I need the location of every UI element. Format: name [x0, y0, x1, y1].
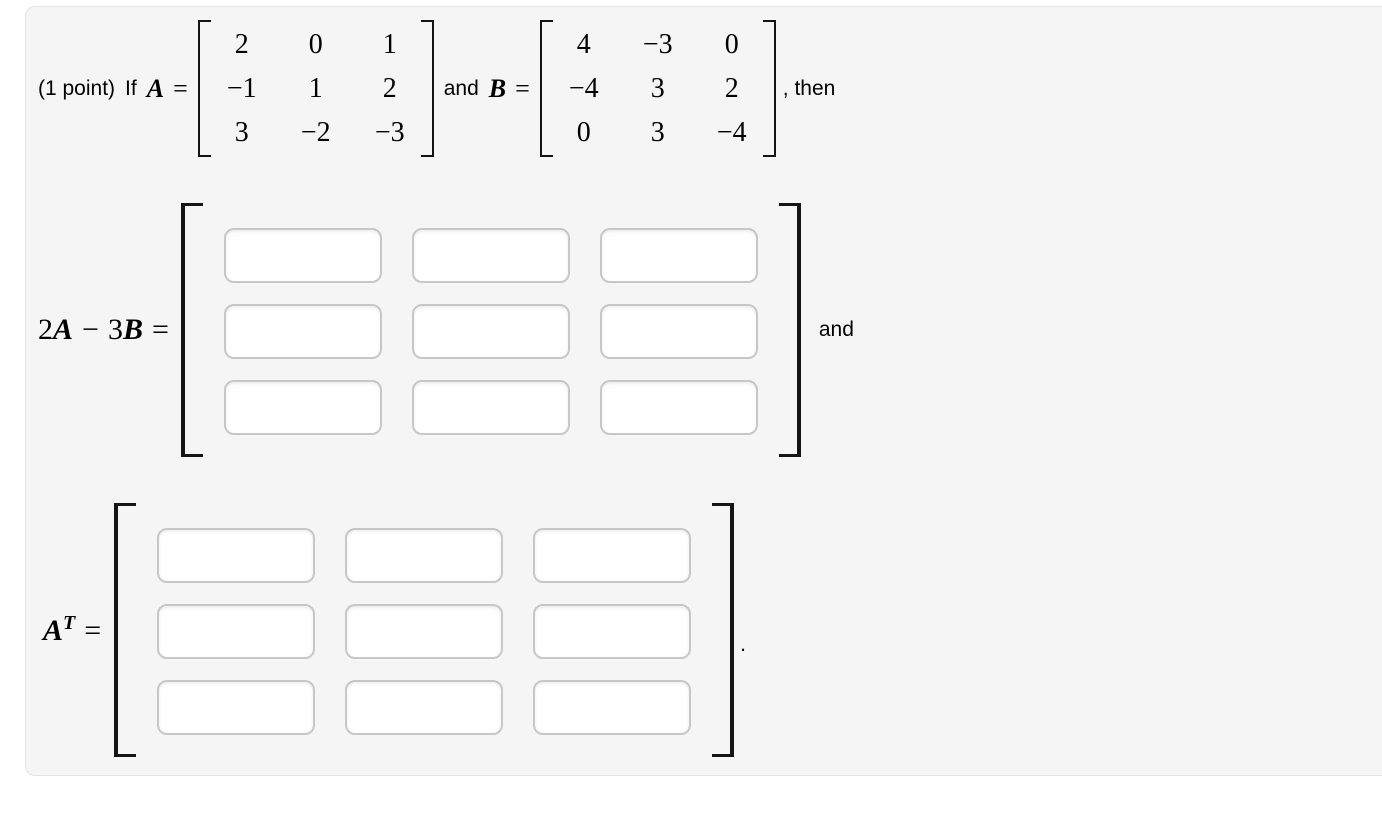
answer-matrix-2-left-bracket	[114, 503, 137, 757]
input-at-r1c2[interactable]	[533, 604, 692, 659]
matrix-b: 4 −3 0 −4 3 2 0 3 −4	[539, 20, 776, 157]
input-at-r1c0[interactable]	[157, 604, 316, 659]
minus-sign: −	[82, 313, 99, 346]
matrix-b-cell-r0c2: 0	[724, 29, 739, 60]
eq1-coef2: 3	[107, 313, 123, 346]
matrix-a-grid: 2 0 1 −1 1 2 3 −2 −3	[211, 20, 421, 157]
input-at-r2c2[interactable]	[533, 680, 692, 735]
matrix-a-cell-r1c1: 1	[308, 73, 323, 104]
eq2-var: A	[43, 614, 64, 647]
eq1-var1: A	[53, 313, 74, 346]
matrix-b-cell-r2c0: 0	[576, 117, 591, 148]
equals-sign-b: =	[515, 73, 530, 103]
matrix-b-cell-r2c2: −4	[716, 117, 747, 148]
input-at-r1c1[interactable]	[345, 604, 504, 659]
var-a-label: A	[146, 73, 165, 103]
matrix-a-cell-r0c1: 0	[308, 29, 323, 60]
var-b-label: B	[488, 73, 507, 103]
matrix-a-cell-r0c2: 1	[382, 29, 397, 60]
matrix-a-left-bracket	[197, 20, 211, 157]
if-label: If	[125, 76, 137, 100]
eq1-var2: B	[122, 313, 143, 346]
transpose-superscript: T	[63, 612, 76, 634]
eq2-equals: =	[84, 614, 102, 647]
eq1-coef1: 2	[38, 313, 53, 346]
and-label: and	[443, 76, 479, 100]
eq1-and-label: and	[818, 318, 854, 341]
matrix-a-cell-r0c0: 2	[234, 29, 249, 60]
input-at-r2c1[interactable]	[345, 680, 504, 735]
matrix-a-cell-r2c0: 3	[234, 117, 249, 148]
answer-matrix-1-grid	[203, 203, 779, 457]
then-label: , then	[782, 76, 836, 100]
answer-matrix-1-right-bracket	[778, 203, 801, 457]
input-2a3b-r0c0[interactable]	[223, 228, 382, 283]
equation-a-transpose-row: AT = .	[43, 503, 746, 757]
matrix-a-cell-r2c1: −2	[300, 117, 331, 148]
matrix-b-cell-r2c1: 3	[650, 117, 665, 148]
answer-matrix-a-transpose	[114, 503, 735, 757]
input-2a3b-r0c2[interactable]	[599, 228, 758, 283]
answer-matrix-2a-minus-3b	[180, 203, 801, 457]
matrix-a-cell-r2c2: −3	[374, 117, 405, 148]
matrix-b-cell-r1c2: 2	[724, 73, 739, 104]
equals-sign-a: =	[173, 73, 188, 103]
answer-matrix-1-left-bracket	[180, 203, 203, 457]
matrix-a-cell-r1c0: −1	[226, 73, 257, 104]
input-2a3b-r1c1[interactable]	[411, 304, 570, 359]
matrix-b-cell-r0c0: 4	[576, 29, 591, 60]
matrix-b-cell-r0c1: −3	[642, 29, 673, 60]
input-at-r2c0[interactable]	[157, 680, 316, 735]
input-2a3b-r2c2[interactable]	[599, 380, 758, 435]
matrix-b-cell-r1c0: −4	[568, 73, 599, 104]
matrix-b-cell-r1c1: 3	[650, 73, 665, 104]
answer-matrix-2-grid	[136, 503, 712, 757]
matrix-a-cell-r1c2: 2	[382, 73, 397, 104]
matrix-b-right-bracket	[762, 20, 776, 157]
input-at-r0c1[interactable]	[345, 528, 504, 583]
eq2-label: AT =	[43, 612, 101, 648]
matrix-a-right-bracket	[420, 20, 434, 157]
input-2a3b-r0c1[interactable]	[411, 228, 570, 283]
eq1-equals: =	[151, 313, 169, 346]
input-at-r0c0[interactable]	[157, 528, 316, 583]
equation-2a-minus-3b-row: 2A−3B= and	[38, 203, 854, 457]
matrix-a: 2 0 1 −1 1 2 3 −2 −3	[197, 20, 434, 157]
matrix-b-left-bracket	[539, 20, 553, 157]
input-2a3b-r2c0[interactable]	[223, 380, 382, 435]
problem-statement-row: (1 point) If A = 2 0 1 −1 1 2 3 −2 −3 an…	[38, 20, 835, 157]
eq1-label: 2A−3B=	[38, 313, 169, 347]
input-2a3b-r2c1[interactable]	[411, 380, 570, 435]
matrix-b-grid: 4 −3 0 −4 3 2 0 3 −4	[553, 20, 763, 157]
sentence-period: .	[740, 633, 746, 656]
points-label: (1 point)	[38, 76, 116, 100]
input-at-r0c2[interactable]	[533, 528, 692, 583]
answer-matrix-2-right-bracket	[712, 503, 735, 757]
input-2a3b-r1c0[interactable]	[223, 304, 382, 359]
input-2a3b-r1c2[interactable]	[599, 304, 758, 359]
